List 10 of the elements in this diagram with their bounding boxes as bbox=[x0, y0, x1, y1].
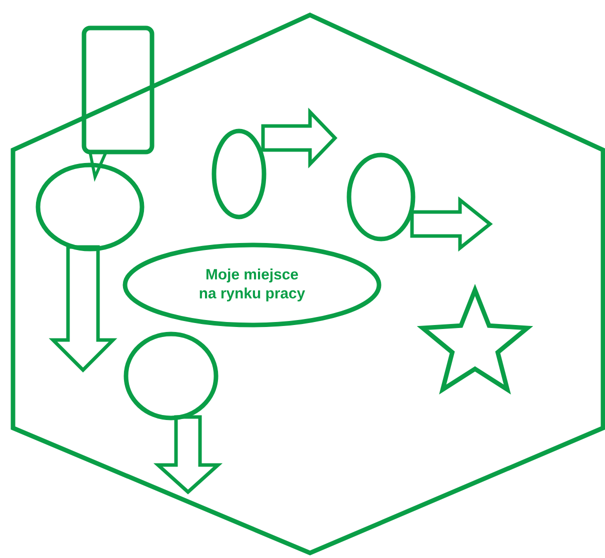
ellipse bbox=[212, 128, 266, 220]
speech-bubble bbox=[82, 26, 154, 182]
hexagon bbox=[10, 12, 605, 556]
ellipse bbox=[124, 332, 218, 420]
block-arrow bbox=[153, 415, 223, 494]
block-arrow bbox=[261, 108, 338, 168]
block-arrow bbox=[48, 245, 118, 372]
ellipse bbox=[346, 152, 416, 242]
block-arrow bbox=[410, 196, 493, 252]
ellipse bbox=[36, 162, 144, 252]
